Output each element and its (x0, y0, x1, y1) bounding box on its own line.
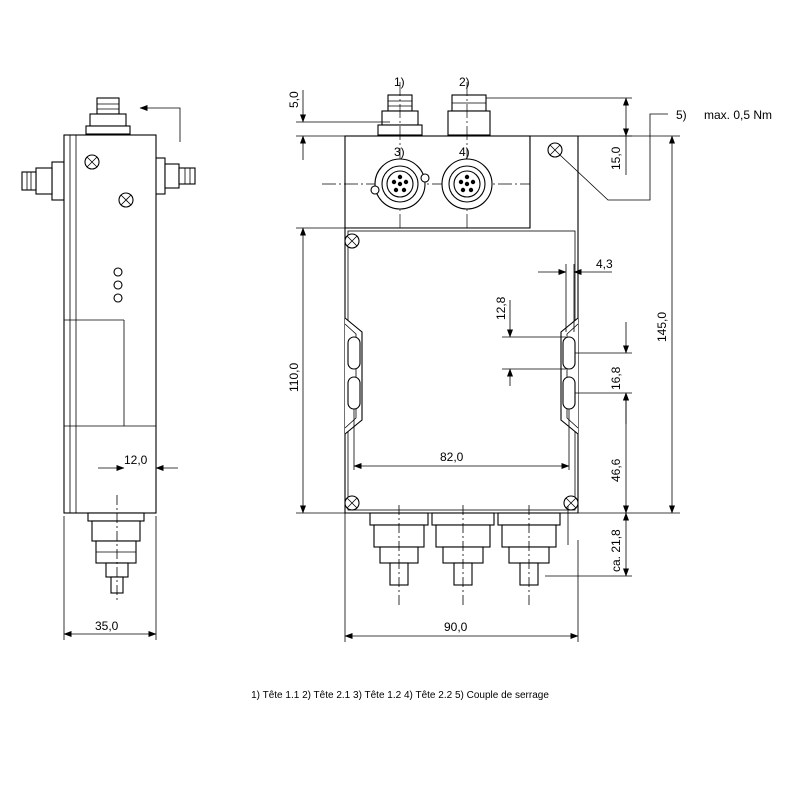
dim-slot-height-label: 12,8 (494, 296, 508, 320)
screw-icon (563, 495, 579, 511)
label-port-3: 3) (394, 145, 405, 159)
legend-text: 1) Tête 1.1 2) Tête 2.1 3) Tête 1.2 4) T… (251, 690, 549, 701)
side-view: 12,0 35,0 (21, 97, 196, 640)
dim-side-step-label: 12,0 (124, 453, 148, 467)
dim-slot-spacing-label: 16,8 (609, 366, 623, 390)
dim-total-width-label: 90,0 (444, 620, 468, 634)
label-torque: max. 0,5 Nm (704, 108, 772, 122)
side-right-connector (154, 157, 196, 195)
screw-icon (344, 495, 360, 511)
front-connector-2 (447, 94, 491, 136)
side-housing (63, 134, 157, 514)
side-left-connector (21, 161, 65, 201)
dim-top-offset: 5,0 (287, 90, 390, 160)
dim-body-height-label: 110,0 (287, 363, 301, 392)
dim-gland-length-label: ca. 21,8 (609, 529, 623, 572)
cable-gland-3 (497, 505, 561, 605)
dim-slot-height: 12,8 (494, 296, 566, 386)
front-view: 1) 2) 3) 4) 5) max. 0,5 Nm 5,0 15,0 (287, 75, 772, 642)
dim-gland-length: ca. 21,8 (545, 506, 632, 577)
dim-slot-width-label: 4,3 (596, 257, 613, 271)
cable-gland-2 (431, 505, 495, 605)
cable-gland-1 (369, 505, 429, 605)
label-port-1: 1) (394, 75, 405, 89)
dim-total-height-label: 145,0 (655, 312, 669, 342)
screw-icon (547, 142, 563, 158)
dim-total-width: 90,0 (344, 513, 579, 642)
dim-slot-distance: 82,0 (353, 409, 570, 470)
dim-slot-distance-label: 82,0 (440, 450, 464, 464)
screw-icon (118, 192, 134, 208)
dim-side-depth-label: 35,0 (95, 619, 119, 633)
label-callout-5: 5) (676, 108, 687, 122)
label-port-4: 4) (459, 145, 470, 159)
m12-socket-4 (441, 158, 493, 210)
dim-body-height: 110,0 (287, 227, 345, 514)
side-bottom-gland (87, 495, 145, 603)
front-top-plate (344, 135, 531, 229)
dim-slot-spacing: 16,8 (575, 322, 632, 424)
m12-socket-3 (370, 158, 430, 210)
dim-slot-to-bottom-label: 46,6 (609, 458, 623, 482)
front-right-mount (560, 317, 579, 435)
dim-top-offset-label: 5,0 (287, 91, 301, 108)
status-leds (113, 267, 123, 303)
dim-total-height: 145,0 (578, 135, 680, 514)
front-left-mount (344, 317, 363, 435)
dim-side-depth: 35,0 (63, 516, 157, 640)
screw-icon (84, 154, 100, 170)
dim-top-band-label: 15,0 (609, 146, 623, 170)
dim-slot-to-bottom: 46,6 (609, 392, 629, 514)
screw-icon (344, 233, 360, 249)
label-port-2: 2) (459, 75, 470, 89)
dim-slot-width: 4,3 (538, 257, 613, 332)
callout-torque: 5) max. 0,5 Nm (559, 108, 772, 201)
dim-side-step: 12,0 (98, 453, 178, 471)
side-top-connector (85, 97, 131, 135)
